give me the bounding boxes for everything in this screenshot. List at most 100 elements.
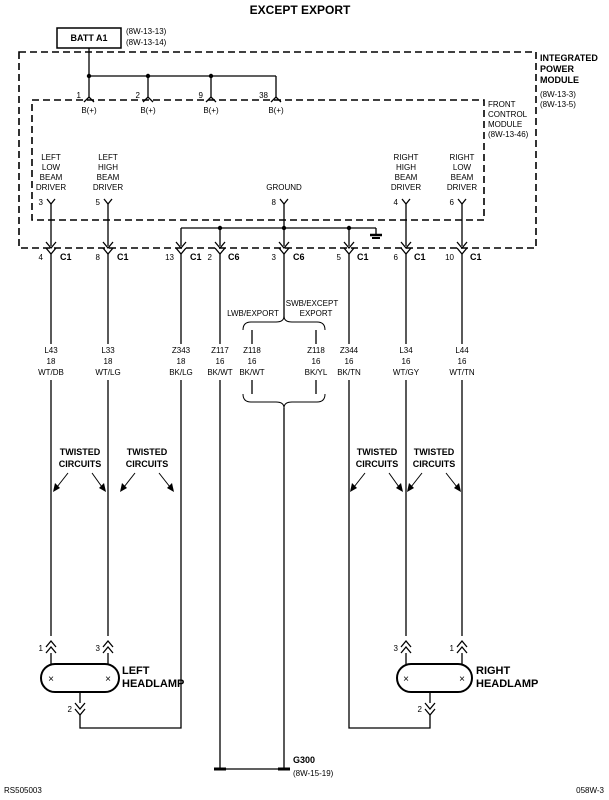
wire-color: BK/LG [169,368,193,377]
arrowhead-icon [99,483,106,492]
twisted-label: TWISTED [357,447,398,457]
wire-circuit: Z344 [340,346,359,355]
headlamp-name: RIGHT [476,665,511,677]
connector-name: C1 [190,252,202,262]
twisted-circuits-note-4: TWISTED CIRCUITS [407,447,461,492]
diagram-title: EXCEPT EXPORT [250,3,351,17]
connector-c6-pin3: 3 C6 [272,241,305,262]
headlamp-pin: 3 [96,644,101,653]
g300-ground: G300 (8W-15-19) [214,755,334,778]
fcm-pin-right-low: 6 [450,198,467,207]
connector-c6-pin2: 2 C6 [208,241,240,262]
driver-label-line: BEAM [395,173,418,182]
arrowhead-icon [350,483,357,492]
fcm-ref: (8W-13-46) [488,130,529,139]
wire-gauge: 16 [345,357,354,366]
connector-pin: 4 [39,253,44,262]
twisted-label: CIRCUITS [126,459,169,469]
headlamp-pin: 1 [39,644,44,653]
wire-label-l44: L44 16 WT/TN [448,344,476,380]
fcm-pin-right-high: 4 [394,198,411,207]
driver-left-low-beam: LEFT LOW BEAM DRIVER [36,153,66,192]
bplus-pin-9: 9 B(+) [199,76,219,115]
arrow-icon [123,472,136,488]
splice-dot [281,225,287,231]
wire-gauge: 18 [47,357,56,366]
front-control-module-outline [31,99,485,221]
connector-pin: 13 [165,253,174,262]
driver-right-high-beam: RIGHT HIGH BEAM DRIVER [391,153,421,192]
bplus-pin-number: 1 [77,91,82,100]
bplus-pin-label: B(+) [203,106,219,115]
ipm-title-3: MODULE [540,75,579,85]
batt-ref-2: (8W-13-14) [126,38,167,47]
driver-label-line: DRIVER [447,183,477,192]
arrowhead-icon [407,483,414,492]
right-headlamp-pin-1: 1 [450,639,468,664]
headlamp-pin: 2 [418,705,423,714]
ipm-ref-1: (8W-13-3) [540,90,576,99]
connector-pin: 2 [208,253,213,262]
wire-circuit: Z117 [211,346,229,355]
left-headlamp-pin-3: 3 [96,639,114,664]
fcm-pin-number: 8 [272,198,277,207]
bplus-pin-2: 2 B(+) [136,76,156,115]
connector-pin: 3 [272,253,277,262]
connector-name: C1 [117,252,129,262]
variant-bracket-bottom [242,393,326,409]
wire-color: WT/LG [95,368,120,377]
batt-ref-1: (8W-13-13) [126,27,167,36]
headlamp-pin: 1 [450,644,455,653]
headlamp-name: LEFT [122,665,150,677]
wire-color: WT/TN [449,368,475,377]
headlamp-name: HEADLAMP [122,678,184,690]
headlamp-pin: 3 [394,644,399,653]
connector-name: C1 [60,252,72,262]
driver-label-line: HIGH [98,163,118,172]
variant-label-swb-line2: EXPORT [300,309,333,318]
integrated-power-module-outline [18,51,537,249]
headlamp-name: HEADLAMP [476,678,538,690]
connector-c1-pin4: 4 C1 [39,241,72,262]
arrow-icon [158,472,171,488]
wire-label-l34: L34 16 WT/GY [392,344,420,380]
connector-name: C6 [293,252,305,262]
wire-gauge: 18 [104,357,113,366]
arrow-icon [388,472,400,488]
wire-color: BK/TN [337,368,361,377]
connector-c1-pin5: 5 C1 [337,241,369,262]
wire-circuit: Z343 [172,346,191,355]
g300-ref: (8W-15-19) [293,769,334,778]
footer-left: RS505003 [4,786,42,795]
bplus-pin-38: 38 B(+) [259,76,284,115]
connector-pin: 10 [445,253,454,262]
left-headlamp: × × LEFT HEADLAMP 2 [40,663,184,719]
ground-label: GROUND [266,183,302,192]
footer-right: 058W-3 [576,786,604,795]
connector-name: C1 [470,252,482,262]
connector-c1-pin6: 6 C1 [394,241,426,262]
connector-c1-pin10: 10 C1 [445,241,482,262]
wire-z343 [79,254,182,729]
wire-z344 [348,254,431,729]
wire-circuit: L33 [101,346,115,355]
wire-gauge: 16 [248,357,257,366]
bplus-pin-label: B(+) [268,106,284,115]
connector-pin: 5 [337,253,342,262]
connector-c1-pin8: 8 C1 [96,241,129,262]
wire-circuit: Z118 [307,346,325,355]
driver-label-line: LOW [42,163,61,172]
driver-label-line: LOW [453,163,472,172]
filament-x-icon: × [459,674,465,685]
driver-label-line: DRIVER [36,183,66,192]
driver-label-line: BEAM [97,173,120,182]
connector-name: C6 [228,252,240,262]
headlamp-bulb-icon [396,663,473,693]
wire-color: WT/DB [38,368,64,377]
case-ground-icon [370,228,382,239]
wire-label-l33: L33 18 WT/LG [95,344,122,380]
filament-x-icon: × [48,674,54,685]
wire-color: WT/GY [393,368,420,377]
driver-label-line: DRIVER [93,183,123,192]
wire-circuit: Z118 [243,346,261,355]
